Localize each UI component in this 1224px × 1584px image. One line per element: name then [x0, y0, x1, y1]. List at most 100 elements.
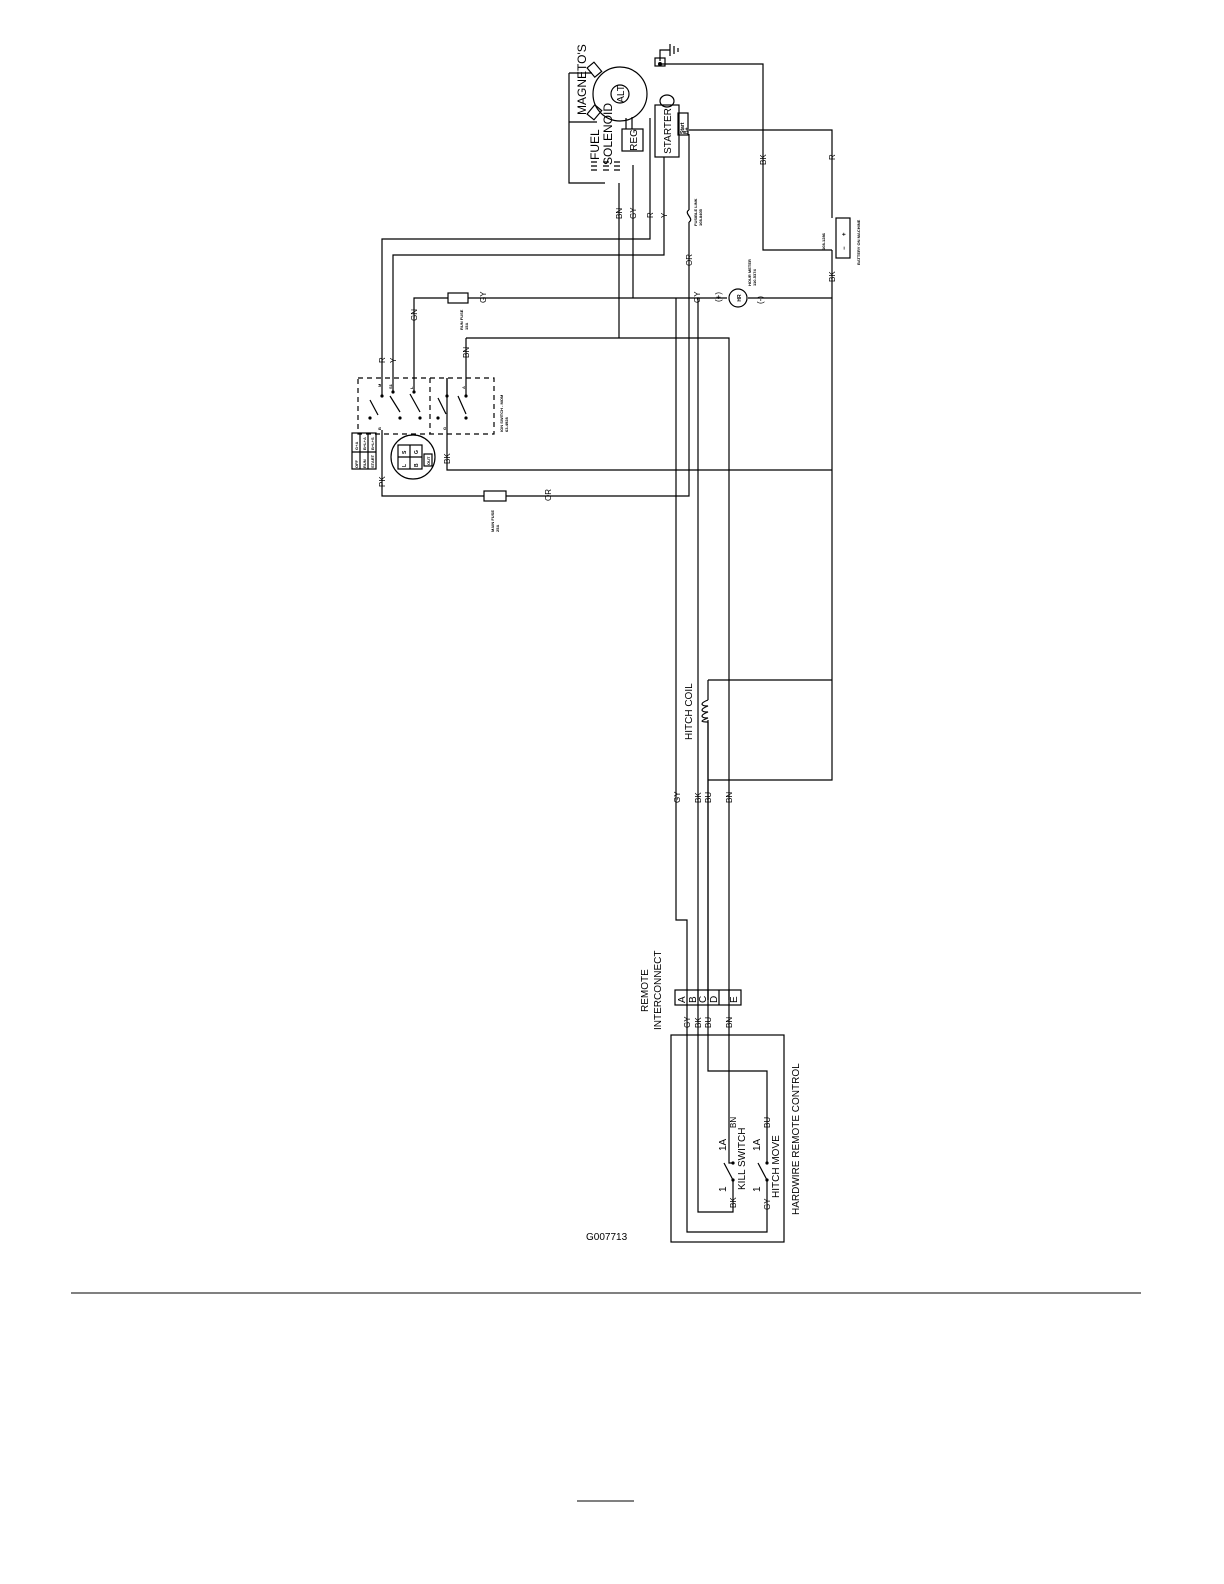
pin-b: B	[688, 996, 699, 1003]
pin-c: C	[698, 996, 709, 1003]
kill-switch-icon	[723, 1125, 734, 1195]
bk-battery-wire	[708, 250, 833, 781]
sw-term-3: L	[409, 386, 414, 389]
wire-label-gy-lower: GY	[673, 791, 682, 803]
wire-label-gy-run: GY	[479, 291, 488, 303]
hitch-coil-icon	[701, 699, 709, 723]
wire-label-or: OR	[685, 254, 694, 266]
pin-d: D	[709, 996, 720, 1003]
starter-label: STARTER	[663, 108, 674, 154]
wire-label-r: R	[646, 212, 655, 218]
magneto-icon	[586, 61, 603, 79]
magneto-icon	[586, 103, 603, 121]
regulator-leads	[625, 117, 633, 129]
wire-label-or-fuse: OR	[544, 489, 553, 501]
starter-terminal-box	[677, 112, 689, 136]
hitch-move-bu: BU	[763, 1117, 772, 1128]
ign-switch-tab-label: OUT	[426, 456, 431, 465]
wire-label-pk: PK	[378, 476, 387, 487]
y-wire	[392, 157, 665, 378]
hour-meter-plus: (+)	[714, 292, 723, 302]
ign-switch-part: 63-4928	[504, 417, 509, 432]
battery-plus: +	[842, 232, 848, 236]
kill-switch-bn: BN	[729, 1117, 738, 1128]
starter-terminal-start: Start	[680, 122, 686, 134]
wire-label-gn: GN	[410, 309, 419, 321]
kill-switch-bk: BK	[729, 1197, 738, 1208]
hitch-move-label: HITCH MOVE	[771, 1135, 782, 1198]
main-fuse-icon	[483, 490, 507, 502]
fusible-link-part: 108-8405	[698, 208, 703, 226]
pk-wire	[381, 430, 484, 497]
bk-ground-wire	[660, 63, 832, 251]
bk-switch-wire	[446, 378, 832, 471]
engine-group: MAGNETO'S ALT REG FUEL SOLENOID STARTER …	[568, 44, 690, 184]
remote-interconnect-group: REMOTE INTERCONNECT A B C D E GY BK BU B…	[640, 951, 742, 1030]
sw-term-2: S1	[388, 383, 393, 389]
or-wire	[506, 134, 690, 497]
battery-group: + − 108-1286 BATTERY ON MACHINE	[821, 217, 861, 265]
wire-label-bk-switch: BK	[443, 453, 452, 464]
flywheel-icon	[592, 66, 648, 122]
run-fuse-rating: 15A	[464, 323, 469, 330]
state-run: RUN	[362, 459, 367, 468]
hardwire-remote-control-label: HARDWIRE REMOTE CONTROL	[791, 1063, 802, 1215]
terminal-l: L	[402, 464, 408, 467]
wire-label-r-switch: R	[378, 357, 387, 363]
wire-label-bk-battery: BK	[828, 271, 837, 282]
remote-control-box	[670, 1034, 785, 1243]
hitch-move-switch-icon	[757, 1125, 768, 1200]
ground-icon	[659, 44, 679, 61]
wire-label-bk-lower: BK	[694, 792, 703, 803]
gy-wire	[468, 165, 727, 299]
battery-minus: −	[842, 246, 848, 250]
state-start: START	[370, 454, 375, 468]
wire-label-bn-switch: BN	[462, 347, 471, 358]
fuel-solenoid-label-2: SOLENOID	[601, 103, 615, 165]
contact-off: G+A	[354, 442, 359, 450]
hitch-move-contact-1: 1	[752, 1186, 763, 1192]
kill-switch-contact-1a: 1A	[718, 1138, 729, 1151]
r-wire	[381, 118, 651, 378]
wire-label-bu-lower: BU	[704, 792, 713, 803]
magnetos-label: MAGNETO'S	[575, 44, 589, 115]
hitch-coil-group: HITCH COIL	[684, 683, 709, 740]
ign-switch-contacts	[369, 393, 467, 416]
terminal-s: S	[402, 450, 408, 454]
ign-switch-terminal-grid	[398, 445, 422, 469]
hitch-coil-label: HITCH COIL	[684, 683, 695, 740]
sw-term-6: G	[442, 427, 447, 430]
alternator-label: ALT	[616, 85, 627, 103]
remote-interconnect-label-1: REMOTE	[640, 969, 651, 1012]
run-fuse-icon	[447, 292, 469, 304]
ign-switch-label: IGN SWITCH - MOM	[499, 394, 504, 432]
wires	[381, 63, 833, 1000]
starter-terminal-bplus: B+	[684, 127, 690, 134]
sw-term-1: M	[377, 383, 382, 387]
switch-state-table-grid	[352, 433, 376, 469]
ignition-switch-group: IGN SWITCH - MOM 63-4928 L S B G OUT OFF…	[351, 377, 509, 480]
wire-label-y: Y	[660, 212, 669, 218]
hour-meter-minus: (-)	[756, 296, 765, 304]
ign-switch-box	[357, 377, 495, 435]
fuses: RUN FUSE 15A MAIN FUSE 25A	[447, 292, 507, 532]
battery-part: 108-1286	[821, 232, 826, 250]
contact-start: B+L+S	[370, 437, 375, 450]
wire-label-gy: GY	[629, 207, 638, 219]
battery-label: BATTERY ON MACHINE	[856, 219, 861, 265]
hitch-move-contact-1a: 1A	[752, 1138, 763, 1151]
fuel-solenoid-label-1: FUEL	[588, 129, 602, 160]
bk-remote-loop	[697, 1005, 734, 1213]
wire-label-gy-meter: GY	[693, 291, 702, 303]
pin-a: A	[677, 996, 688, 1003]
remote-control-group: 1 1A KILL SWITCH BK BN 1 1A HITCH MOVE G…	[670, 1005, 802, 1243]
wire-label-r-battery: R	[828, 154, 837, 160]
wire-label-bn-lower: BN	[725, 792, 734, 803]
main-fuse-rating: 25A	[495, 525, 500, 532]
wire-labels: BN GY R Y FUSIBLE LINK 108-8405 OR BK R …	[377, 154, 837, 803]
wire-label-bk: BK	[759, 154, 768, 165]
hitch-move-gy: GY	[763, 1198, 772, 1210]
bn-wire	[466, 183, 730, 1000]
ign-switch-leads	[381, 378, 467, 396]
